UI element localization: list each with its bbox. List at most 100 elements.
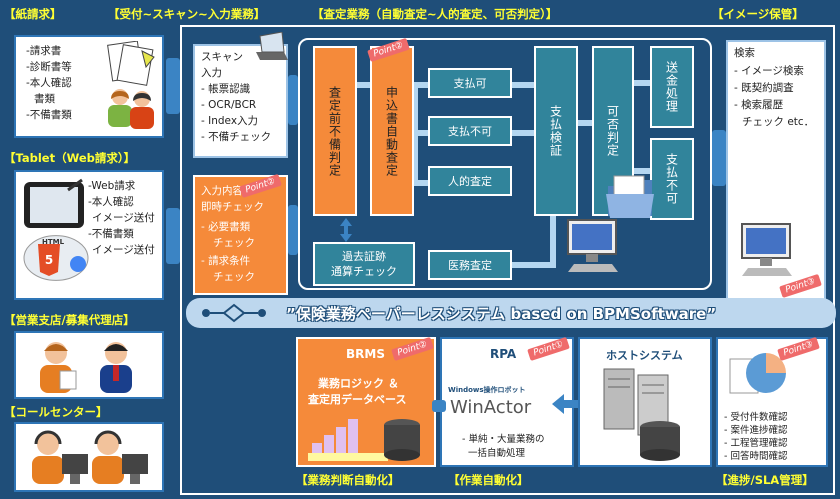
tablet-item: イメージ送付 [92, 244, 155, 256]
connector [166, 58, 180, 114]
input-line: 入力内容 [201, 185, 243, 197]
connector [712, 130, 726, 186]
flow-line [510, 130, 536, 136]
pre-assessment-check: 査定前不備判定 [313, 46, 357, 216]
header-branch: 【営業支店/募集代理店】 [4, 313, 135, 327]
scan-line: 入力 [201, 67, 222, 79]
paper-item: -請求書 [26, 45, 62, 57]
past-check-line: 過去証跡 [342, 250, 386, 263]
flow-line [412, 180, 430, 186]
header-paper: 【紙請求】 [4, 7, 62, 21]
header-scan: 【受付~スキャン~入力業務】 [108, 7, 266, 21]
tablet-item: イメージ送付 [92, 212, 155, 224]
assessment-flow-container [298, 38, 712, 290]
header-callcenter: 【コールセンター】 [4, 405, 108, 419]
host-title: ホストシステム [606, 349, 683, 362]
tablet-request-box: 5 HTML -Web請求 -本人確認 イメージ送付 -不備書類 イメージ送付 [14, 170, 164, 300]
flow-line [412, 82, 430, 88]
image-storage-box: 検索 - イメージ検索 - 既契約調査 - 検索履歴 チェック etc． [726, 40, 826, 302]
branch-office-box [14, 331, 164, 399]
scan-input-box: スキャン 入力 - 帳票認識 - OCR/BCR - Index入力 - 不備チ… [193, 44, 288, 158]
pay-ng-final-box: 支払不可 [650, 138, 694, 220]
pre-check-label: 査定前不備判定 [327, 85, 342, 177]
rpa-line: - 単純・大量業務の [462, 434, 545, 445]
flow-line [632, 168, 650, 174]
image-line: - イメージ検索 [734, 65, 804, 77]
host-system-box: ホストシステム [578, 337, 712, 467]
paperless-system-banner: ”保険業務ペーパーレスシステム based on BPMSoftware” [186, 298, 836, 328]
input-line: 即時チェック [201, 201, 264, 213]
rpa-line: 一括自動処理 [468, 448, 526, 459]
scan-line: - Index入力 [201, 115, 259, 127]
bar-database-icon [308, 419, 420, 461]
rpa-logo-small: Windows操作ロボット [448, 386, 526, 394]
scan-line: - OCR/BCR [201, 99, 257, 111]
html-badge: HTML [42, 238, 65, 246]
past-evidence-check: 過去証跡 通算チェック [313, 242, 415, 286]
input-line: - 必要書類 [201, 221, 251, 233]
staff-people-icon [40, 342, 132, 393]
paper-item: -不備書類 [26, 109, 72, 121]
sla-line: - 案件進捗確認 [724, 425, 788, 436]
main-frame [180, 25, 835, 495]
svg-text:5: 5 [45, 253, 53, 267]
pay-ok-box: 支払可 [428, 68, 512, 98]
flow-line [356, 82, 376, 88]
remit-label: 送金処理 [664, 61, 679, 113]
image-line: チェック etc． [742, 116, 815, 128]
sla-line: - 受付件数確認 [724, 412, 788, 423]
connector [288, 205, 298, 255]
header-tablet: 【Tablet（Web請求）】 [4, 151, 136, 165]
flow-line [510, 262, 556, 268]
sla-line: - 回答時間確認 [724, 451, 788, 462]
image-line: - 既契約調査 [734, 82, 794, 94]
flow-line [550, 215, 556, 265]
human-assessment-box: 人的査定 [428, 166, 512, 196]
scan-line: スキャン [201, 51, 243, 63]
pay-ng-box: 支払不可 [428, 116, 512, 146]
sla-footer: 【進捗/SLA管理】 [716, 473, 814, 487]
input-line: チェック [213, 237, 255, 249]
image-line: 検索 [734, 47, 755, 59]
sla-box: - 受付件数確認 - 案件進捗確認 - 工程管理確認 - 回答時間確認 [716, 337, 828, 467]
pie-chart-icon [729, 353, 786, 394]
auto-assess-label: 申込書自動査定 [384, 85, 399, 177]
paper-item: 書類 [34, 93, 55, 105]
brms-box: BRMS 業務ロジック ＆ 査定用データベース [296, 337, 436, 467]
paper-item: -本人確認 [26, 77, 72, 89]
documents-people-icon [107, 41, 155, 129]
medical-assessment-box: 医務査定 [428, 250, 512, 280]
scanner-icon [256, 32, 288, 60]
payment-verification: 支払検証 [534, 46, 578, 216]
call-center-box [14, 422, 164, 492]
server-database-icon [603, 368, 680, 461]
connector [166, 208, 180, 264]
flow-line [510, 82, 536, 88]
connector [288, 75, 298, 125]
banner-title: ”保険業務ペーパーレスシステム based on BPMSoftware” [286, 305, 717, 323]
process-flow-icon [202, 303, 266, 323]
tablet-html5-icon: 5 [23, 178, 89, 281]
header-assess: 【査定業務（自動査定~人的査定、可否判定）】 [312, 7, 558, 21]
call-center-operators-icon [32, 430, 148, 484]
folder-icon [606, 175, 654, 218]
computer-monitor-icon [741, 223, 792, 276]
flow-line [576, 120, 594, 126]
brms-line: 業務ロジック ＆ [318, 377, 399, 390]
tablet-item: -不備書類 [88, 228, 134, 240]
past-check-line: 通算チェック [331, 265, 397, 278]
input-line: チェック [213, 271, 255, 283]
brms-footer: 【業務判断自動化】 [296, 473, 400, 487]
rpa-logo-big: WinActor [450, 397, 532, 418]
bidirectional-arrow-icon [340, 218, 352, 242]
paper-item: -診断書等 [26, 61, 72, 73]
remittance-box: 送金処理 [650, 46, 694, 128]
scan-line: - 帳票認識 [201, 83, 251, 95]
tablet-item: -本人確認 [88, 196, 134, 208]
image-line: - 検索履歴 [734, 99, 784, 111]
paper-request-box: -請求書 -診断書等 -本人確認 書類 -不備書類 [14, 35, 164, 138]
pay-ng2-label: 支払不可 [664, 153, 679, 205]
input-check-box: 入力内容 即時チェック - 必要書類 チェック - 請求条件 チェック [193, 175, 288, 295]
sla-line: - 工程管理確認 [724, 438, 788, 449]
scan-line: - 不備チェック [201, 131, 272, 143]
